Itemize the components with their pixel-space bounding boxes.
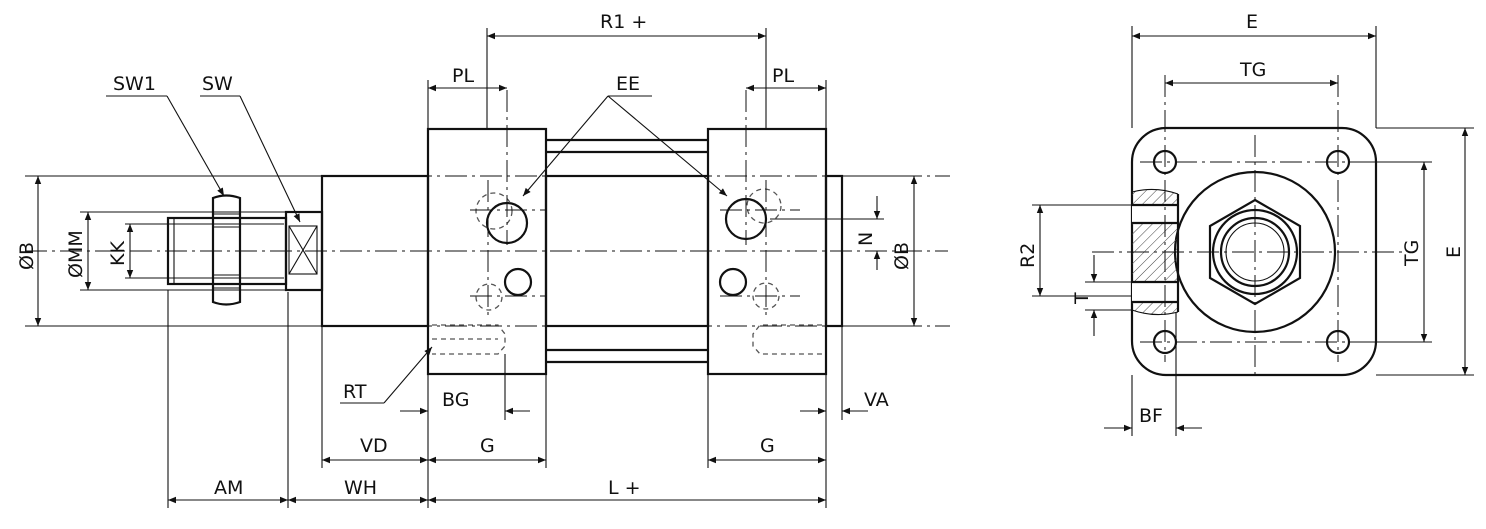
wrench-flat-diag-2 [288, 225, 318, 275]
ee-leader-left [522, 95, 609, 197]
tie-rod-thread-rt [432, 324, 506, 355]
label-g-left: G [480, 435, 495, 457]
side-view [25, 90, 950, 376]
label-rt: RT [343, 381, 367, 403]
label-t: T [1071, 292, 1093, 305]
label-va: VA [864, 389, 889, 411]
label-sw: SW [202, 73, 233, 95]
label-tg-side: TG [1401, 240, 1423, 267]
label-sw1: SW1 [113, 73, 156, 95]
label-phi-b-right: ØB [891, 242, 913, 270]
rear-small-port-hidden [752, 282, 780, 310]
port-bore-top-gap [1132, 205, 1178, 223]
rear-small-port [718, 267, 748, 297]
label-kk: KK [107, 241, 129, 266]
section-break-top [1131, 188, 1179, 195]
label-wh: WH [344, 477, 377, 499]
front-small-port [503, 267, 533, 297]
label-pl-left: PL [452, 65, 474, 87]
rear-port-hidden [746, 188, 782, 224]
wrench-flat-box [288, 225, 318, 275]
rear-spigot [824, 174, 844, 328]
port-bore-bottom-gap [1132, 282, 1178, 302]
front-head [426, 90, 548, 376]
label-tg-top: TG [1239, 59, 1266, 81]
label-e-top: E [1246, 11, 1258, 33]
label-am: AM [214, 477, 243, 499]
front-small-port-hidden [475, 283, 503, 311]
ee-leader-right [607, 95, 728, 197]
label-l: L + [608, 477, 641, 499]
label-bf: BF [1139, 405, 1163, 427]
label-ee: EE [616, 73, 640, 95]
side-dimensions: R1 + PL PL EE SW1 SW ØB ØMM KK N ØB RT B… [16, 11, 922, 508]
label-r1: R1 + [600, 11, 647, 33]
label-bg: BG [442, 389, 469, 411]
rear-head [706, 90, 828, 376]
section-break-bottom [1131, 309, 1179, 316]
label-r2: R2 [1017, 243, 1039, 268]
label-e-side: E [1443, 246, 1465, 258]
rt-leader [383, 346, 433, 404]
label-phi-mm: ØMM [65, 230, 87, 278]
rear-tie-rod-thread [752, 324, 822, 355]
sw1-leader [166, 95, 225, 197]
sw-leader [239, 95, 301, 223]
end-dimensions: E TG R2 T TG E BF [1017, 11, 1474, 436]
front-port-hidden [475, 192, 513, 230]
label-n: N [855, 232, 877, 246]
label-phi-b-left: ØB [16, 242, 38, 270]
end-view [1092, 75, 1402, 380]
label-pl-right: PL [772, 65, 794, 87]
label-g-right: G [760, 435, 775, 457]
label-vd: VD [360, 435, 388, 457]
